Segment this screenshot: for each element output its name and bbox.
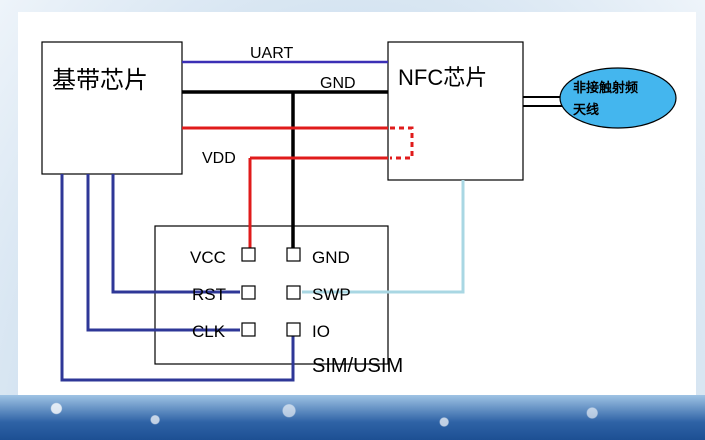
antenna-label-line2: 天线 [573,102,599,117]
pin-vcc-square [241,247,256,262]
pin-rst-square [241,285,256,300]
pin-gnd-square [286,247,301,262]
sim-title: SIM/USIM [312,355,403,377]
io-line [60,174,295,382]
pin-gnd-label: GND [312,248,350,267]
gnd-label: GND [320,75,356,92]
nfc-chip-box [387,41,524,181]
antenna-label-line1: 非接触射频 [573,80,638,95]
baseband-chip-box [41,41,183,175]
antenna-ellipse [559,67,677,129]
background-bubbles [0,395,705,440]
nfc-chip-label: NFC芯片 [398,65,487,90]
rst-line [111,174,240,294]
pin-vcc-label: VCC [190,248,226,267]
power-dashed-bracket [390,126,414,160]
pin-clk-square [241,322,256,337]
pin-rst-label: RST [192,285,226,304]
pin-clk-label: CLK [192,322,226,341]
swp-line [302,180,465,294]
pin-swp-label: SWP [312,285,351,304]
vdd-label: VDD [202,150,236,167]
baseband-chip-label: 基带芯片 [52,67,148,94]
pin-swp-square [286,285,301,300]
pin-io-label: IO [312,322,330,341]
clk-line [86,174,240,332]
sim-card-box [154,225,389,365]
uart-label: UART [250,45,293,62]
pin-io-square [286,322,301,337]
